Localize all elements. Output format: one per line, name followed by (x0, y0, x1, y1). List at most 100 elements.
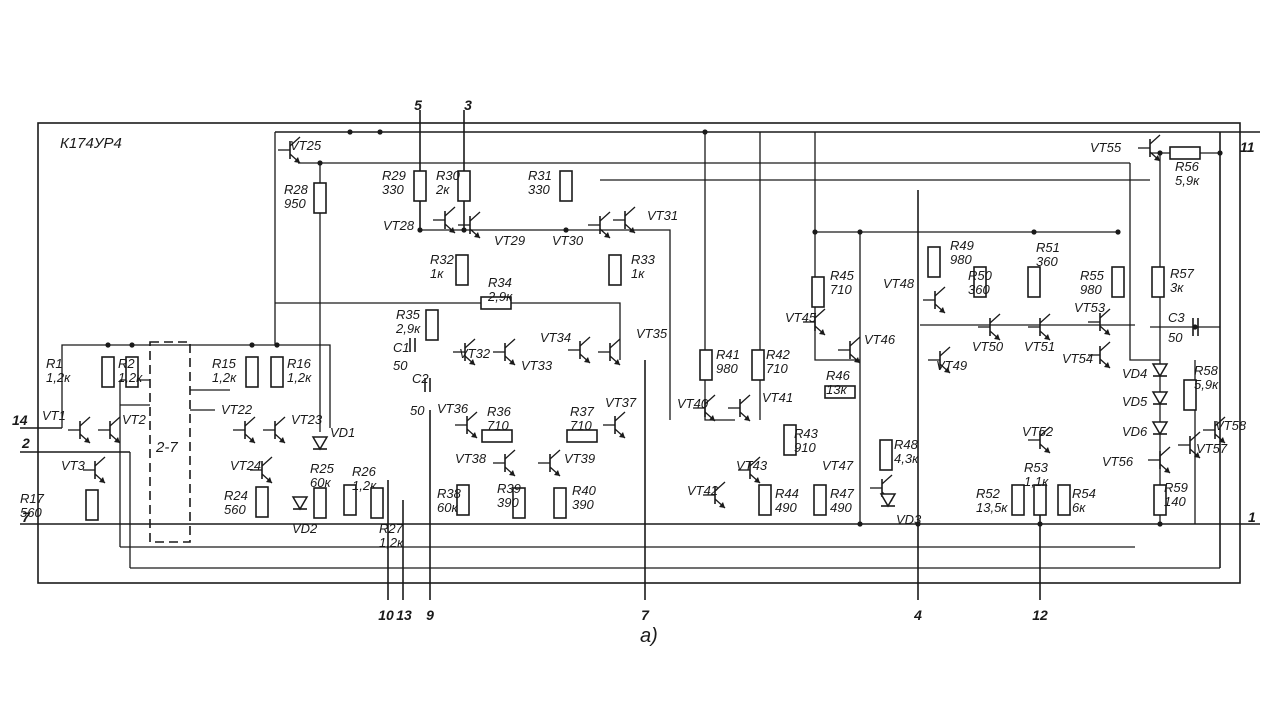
resistor-ref: R33 (631, 252, 656, 267)
transistor-vt1: VT1 (42, 408, 91, 444)
resistor-ref: R17 (20, 491, 45, 506)
resistor-value: 60к (310, 475, 331, 490)
wire-out (1129, 163, 1160, 361)
resistor-value: 3к (1170, 280, 1184, 295)
junction-dot (274, 342, 280, 348)
resistor-ref: R16 (287, 356, 312, 371)
transistor-vt43: VT43 (736, 456, 768, 484)
resistor-ref: R46 (826, 368, 851, 383)
transistor-label: VT31 (647, 208, 678, 223)
transistor-vt48: VT48 (883, 276, 946, 314)
diode-label: VD4 (1122, 366, 1147, 381)
transistor-vt39: VT39 (538, 449, 595, 477)
pin-2-label: 2 (21, 435, 30, 451)
resistor-value: 390 (572, 497, 594, 512)
capacitor-value: 50 (1168, 330, 1183, 345)
junction-dot (857, 229, 863, 235)
transistor-label: VT43 (736, 458, 768, 473)
transistor-vt47: VT47 (822, 458, 893, 502)
transistor-vt24: VT24 (230, 456, 273, 484)
capacitor-ref: C1 (393, 340, 410, 355)
junction-dot (1157, 150, 1163, 156)
resistor-ref: R50 (968, 268, 993, 283)
transistor-label: VT53 (1074, 300, 1106, 315)
transistor-label: VT30 (552, 233, 584, 248)
diode-vd2: VD2 (291, 496, 318, 536)
transistor-vt58: VT58 (1203, 416, 1247, 444)
transistor-vt37: VT37 (603, 395, 637, 439)
junction-dot (249, 342, 255, 348)
wire-diff2 (420, 229, 671, 420)
resistor-ref: R37 (570, 404, 595, 419)
resistor-ref: R35 (396, 307, 421, 322)
transistor-label: VT45 (785, 310, 817, 325)
resistor-ref: R1 (46, 356, 63, 371)
transistor-label: VT38 (455, 451, 487, 466)
transistor-vt3: VT3 (61, 456, 106, 484)
transistor-label: VT2 (122, 412, 147, 427)
transistor-label: VT33 (521, 358, 553, 373)
transistor-vt32: VT32 (453, 338, 491, 366)
resistor-ref: R34 (488, 275, 512, 290)
resistor-ref: R27 (379, 521, 404, 536)
transistor-vt55: VT55 (1090, 134, 1161, 162)
resistor-value: 710 (830, 282, 852, 297)
transistor-label: VT46 (864, 332, 896, 347)
transistor-label: VT23 (291, 412, 323, 427)
junction-dot (347, 129, 353, 135)
resistor-value: 950 (284, 196, 306, 211)
transistor-vt23: VT23 (263, 412, 323, 444)
resistor-ref: R58 (1194, 363, 1219, 378)
transistor-label: VT36 (437, 401, 469, 416)
resistor-ref: R15 (212, 356, 237, 371)
resistor-ref: R40 (572, 483, 597, 498)
block-2-7 (149, 341, 191, 543)
resistor-ref: R28 (284, 182, 309, 197)
wire-vt45 (814, 132, 860, 361)
transistor-label: VT54 (1062, 351, 1093, 366)
resistor-value: 140 (1164, 494, 1186, 509)
resistor-ref: R57 (1170, 266, 1195, 281)
diode-vd5: VD5 (1122, 391, 1169, 409)
chip-title: К174УР4 (60, 135, 122, 152)
transistor-vt52: VT52 (1022, 424, 1054, 454)
junction-dot (129, 342, 135, 348)
junction-dot (1192, 324, 1198, 330)
resistor-value: 1,1к (1024, 474, 1049, 489)
resistor-value: 980 (716, 361, 738, 376)
transistor-vt46: VT46 (838, 332, 896, 364)
resistor-value: 1,2к (118, 370, 143, 385)
resistor-ref: R30 (436, 168, 461, 183)
resistor-value: 1,2к (212, 370, 237, 385)
junction-dot (417, 227, 423, 233)
pin-7-bottom-label: 7 (641, 607, 650, 623)
resistor-value: 980 (950, 252, 972, 267)
resistor-ref: R51 (1036, 240, 1060, 255)
resistor-ref: R41 (716, 347, 740, 362)
resistor-ref: R49 (950, 238, 974, 253)
capacitor-plates-2 (424, 378, 431, 392)
transistor-label: VT52 (1022, 424, 1054, 439)
wire-stage1 (61, 344, 230, 428)
transistor-vt42: VT42 (687, 481, 726, 509)
block-label: 2-7 (155, 439, 178, 456)
transistor-vt22: VT22 (221, 402, 256, 444)
